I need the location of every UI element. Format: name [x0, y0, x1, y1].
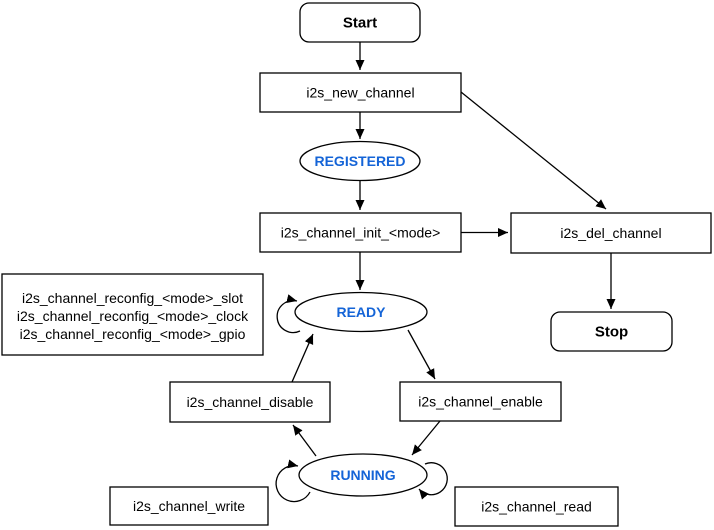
reconfig-list-box: i2s_channel_reconfig_<mode>_slot i2s_cha… [1, 273, 264, 356]
start-node-shape [299, 2, 421, 43]
stop-node: Stop [550, 311, 673, 352]
del-channel-node-shape [510, 212, 712, 254]
running-self-loop-right [418, 462, 448, 500]
ready-state-label: READY [336, 304, 386, 320]
running-state-shape [298, 453, 428, 497]
start-node: Start [299, 2, 421, 43]
read-node-shape [454, 486, 619, 527]
reconfig-line-slot: i2s_channel_reconfig_<mode>_slot [22, 290, 243, 306]
init-node-label: i2s_channel_init_<mode> [281, 225, 441, 241]
running-state-label: RUNNING [330, 467, 395, 483]
stop-node-shape [550, 311, 673, 352]
edge-running-to-disable [292, 424, 317, 457]
read-node-label: i2s_channel_read [481, 499, 592, 515]
enable-node-label: i2s_channel_enable [418, 394, 543, 410]
new-channel-node-shape [259, 72, 462, 113]
read-node: i2s_channel_read [454, 486, 619, 527]
edge-new-channel-to-del-channel [460, 91, 607, 210]
new-channel-node-label: i2s_new_channel [306, 85, 414, 101]
enable-node: i2s_channel_enable [399, 381, 562, 422]
registered-state: REGISTERED [299, 140, 421, 182]
edge-ready-to-enable [407, 329, 436, 380]
registered-state-shape [299, 140, 421, 182]
ready-self-loop [276, 294, 301, 334]
edge-disable-to-ready [291, 333, 314, 383]
del-channel-node-label: i2s_del_channel [560, 225, 661, 241]
ready-state-shape [294, 291, 428, 333]
write-node: i2s_channel_write [109, 486, 269, 526]
write-node-shape [109, 486, 269, 526]
ready-state: READY [294, 291, 428, 333]
edge-enable-to-running [411, 420, 441, 456]
start-node-label: Start [343, 15, 377, 32]
stop-node-label: Stop [595, 324, 628, 341]
enable-node-shape [399, 381, 562, 422]
write-node-label: i2s_channel_write [133, 498, 245, 514]
registered-state-label: REGISTERED [314, 153, 405, 169]
disable-node-label: i2s_channel_disable [187, 394, 314, 410]
init-node-shape [259, 212, 462, 253]
reconfig-line-clock: i2s_channel_reconfig_<mode>_clock [17, 308, 249, 324]
new-channel-node: i2s_new_channel [259, 72, 462, 113]
reconfig-list-box-shape [1, 273, 264, 356]
disable-node-shape [169, 381, 331, 423]
running-state: RUNNING [298, 453, 428, 497]
del-channel-node: i2s_del_channel [510, 212, 712, 254]
reconfig-line-gpio: i2s_channel_reconfig_<mode>_gpio [20, 326, 246, 342]
disable-node: i2s_channel_disable [169, 381, 331, 423]
init-node: i2s_channel_init_<mode> [259, 212, 462, 253]
running-self-loop-left [275, 459, 311, 503]
